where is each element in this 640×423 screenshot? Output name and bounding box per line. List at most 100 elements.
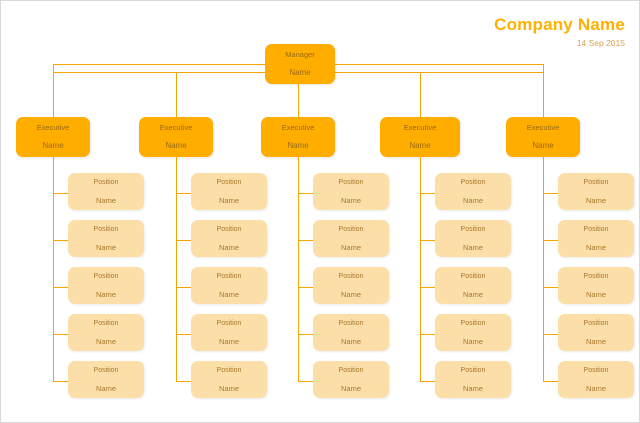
position-stub-4-2 — [420, 240, 435, 241]
branch-spine-3 — [298, 157, 299, 381]
position-node-3-2-title: Position — [338, 225, 364, 233]
position-node-4-3-name: Name — [462, 289, 483, 299]
position-node-1-5-name: Name — [95, 383, 116, 393]
position-node-5-4-title: Position — [583, 319, 609, 327]
position-node-5-5-title: Position — [583, 366, 609, 374]
position-node-4-1-name: Name — [462, 195, 483, 205]
position-node-5-5-name: Name — [585, 383, 606, 393]
position-node-1-2-title: Position — [93, 225, 119, 233]
position-stub-3-1 — [298, 193, 313, 194]
position-node-4-2-title: Position — [460, 225, 486, 233]
position-stub-5-3 — [543, 287, 558, 288]
position-node-3-5-title: Position — [338, 366, 364, 374]
executive-riser-1 — [53, 72, 54, 117]
position-stub-5-5 — [543, 381, 558, 382]
executive-node-3-title: Executive — [281, 122, 315, 132]
position-node-3-2-name: Name — [340, 242, 361, 252]
position-node-5-1-name: Name — [585, 195, 606, 205]
position-stub-1-3 — [53, 287, 68, 288]
position-stub-5-2 — [543, 240, 558, 241]
position-node-3-3-name: Name — [340, 289, 361, 299]
position-stub-4-5 — [420, 381, 435, 382]
position-stub-1-5 — [53, 381, 68, 382]
manager-right-arm — [335, 64, 543, 65]
position-node-5-3-name: Name — [585, 289, 606, 299]
position-stub-5-4 — [543, 334, 558, 335]
position-stub-2-4 — [176, 334, 191, 335]
position-stub-3-4 — [298, 334, 313, 335]
position-node-1-3-name: Name — [95, 289, 116, 299]
executive-node-2-name: Name — [165, 141, 187, 151]
branch-spine-2 — [176, 157, 177, 381]
position-node-5-3-title: Position — [583, 272, 609, 280]
position-stub-1-1 — [53, 193, 68, 194]
manager-left-arm — [53, 64, 265, 65]
branch-spine-1 — [53, 157, 54, 381]
executive-node-1-title: Executive — [36, 122, 70, 132]
page-title: Company Name — [494, 15, 625, 34]
position-node-2-3-name: Name — [218, 289, 239, 299]
position-node-4-2-name: Name — [462, 242, 483, 252]
position-node-2-3-title: Position — [216, 272, 242, 280]
position-node-3-1-name: Name — [340, 195, 361, 205]
position-stub-4-3 — [420, 287, 435, 288]
manager-node-name: Name — [289, 68, 311, 78]
position-node-4-1-title: Position — [460, 178, 486, 186]
position-stub-2-2 — [176, 240, 191, 241]
position-stub-3-2 — [298, 240, 313, 241]
position-node-3-3-title: Position — [338, 272, 364, 280]
branch-spine-4 — [420, 157, 421, 381]
position-stub-3-3 — [298, 287, 313, 288]
position-node-2-4-title: Position — [216, 319, 242, 327]
position-node-5-2-title: Position — [583, 225, 609, 233]
position-stub-2-3 — [176, 287, 191, 288]
position-node-1-3-title: Position — [93, 272, 119, 280]
position-node-4-4-name: Name — [462, 336, 483, 346]
position-node-4-5-name: Name — [462, 383, 483, 393]
chart-date: 14 Sep 2015 — [576, 38, 625, 48]
executive-node-5-name: Name — [532, 141, 554, 151]
position-stub-1-2 — [53, 240, 68, 241]
position-node-2-5-title: Position — [216, 366, 242, 374]
executive-riser-4 — [420, 72, 421, 117]
executive-node-5-title: Executive — [526, 122, 560, 132]
position-node-2-2-title: Position — [216, 225, 242, 233]
position-node-4-3-title: Position — [460, 272, 486, 280]
position-node-3-4-title: Position — [338, 319, 364, 327]
position-node-3-4-name: Name — [340, 336, 361, 346]
position-node-1-1-name: Name — [95, 195, 116, 205]
position-node-1-2-name: Name — [95, 242, 116, 252]
